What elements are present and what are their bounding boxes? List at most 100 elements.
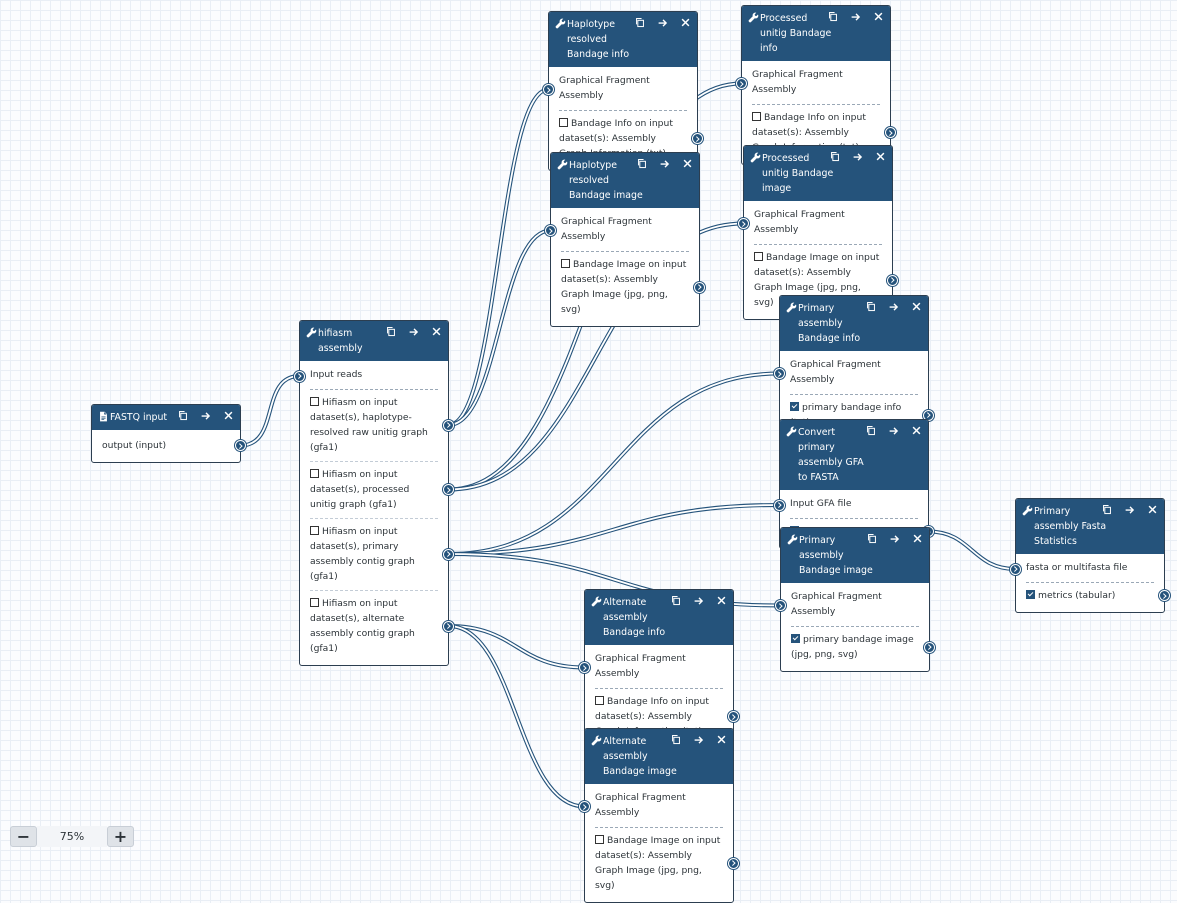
copy-icon[interactable] [636,157,647,170]
arrow-right-icon[interactable] [693,594,704,607]
arrow-right-icon[interactable] [852,150,863,163]
arrow-right-icon[interactable] [888,300,899,313]
output-checkbox[interactable] [310,598,319,607]
node-header[interactable]: Primary assembly Bandage image [781,528,929,583]
arrow-right-icon[interactable] [850,10,861,23]
copy-icon[interactable] [670,733,681,746]
node-header[interactable]: Alternate assembly Bandage info [585,590,733,645]
close-icon[interactable] [911,300,922,313]
output-checkbox[interactable] [754,252,763,261]
output-checkbox[interactable] [595,696,604,705]
zoom-in-button[interactable]: + [107,826,134,847]
output-checkbox[interactable] [561,259,570,268]
close-icon[interactable] [875,150,886,163]
output-checkbox[interactable] [752,112,761,121]
copy-icon[interactable] [827,10,838,23]
close-icon[interactable] [716,733,727,746]
copy-icon[interactable] [1101,503,1112,516]
input-terminal[interactable] [545,225,556,236]
close-icon[interactable] [680,16,691,29]
arrow-right-icon[interactable] [659,157,670,170]
close-icon[interactable] [911,424,922,437]
output-checkbox[interactable] [310,397,319,406]
close-icon[interactable] [912,532,923,545]
input-terminal[interactable] [1010,563,1021,575]
node-header[interactable]: Haplotype resolved Bandage image [551,153,699,208]
node-header[interactable]: hifiasm assembly [300,321,448,361]
close-icon[interactable] [1147,503,1158,516]
close-icon[interactable] [716,594,727,607]
copy-icon[interactable] [866,532,877,545]
output-terminal[interactable] [887,274,898,286]
input-terminal[interactable] [579,662,590,673]
copy-icon[interactable] [385,325,396,338]
node-header[interactable]: Processed unitig Bandage image [744,146,892,201]
node-header[interactable]: Haplotype resolved Bandage info [549,12,697,67]
output-terminal[interactable] [235,440,246,451]
close-icon[interactable] [873,10,884,23]
output-terminal[interactable] [885,127,896,138]
output-terminal[interactable] [1159,590,1170,601]
node-header[interactable]: Convert primary assembly GFA to FASTA [780,420,928,490]
arrow-right-icon[interactable] [657,16,668,29]
arrow-right-icon[interactable] [408,325,419,338]
copy-icon[interactable] [829,150,840,163]
arrow-right-icon[interactable] [693,733,704,746]
copy-icon[interactable] [865,300,876,313]
input-terminal[interactable] [736,78,747,89]
output-terminal[interactable] [443,419,454,431]
output-terminal[interactable] [443,548,454,560]
copy-icon[interactable] [634,16,645,29]
output-checkbox[interactable] [559,118,568,127]
output-terminal[interactable] [692,133,703,144]
output-terminal[interactable] [443,484,454,495]
node-header[interactable]: Primary assembly Fasta Statistics [1016,499,1164,554]
output-terminal[interactable] [694,281,705,293]
node-input: Graphical Fragment Assembly [738,205,882,241]
output-checkbox[interactable] [595,835,604,844]
arrow-right-icon[interactable] [200,409,211,422]
output-checkbox[interactable] [791,634,800,643]
zoom-out-button[interactable]: − [10,826,37,847]
arrow-right-icon[interactable] [888,424,899,437]
input-terminal[interactable] [738,218,749,229]
output-terminal[interactable] [924,641,935,653]
input-terminal[interactable] [774,368,785,379]
output-checkbox[interactable] [310,526,319,535]
input-terminal[interactable] [294,370,305,382]
close-icon[interactable] [223,409,234,422]
node-header[interactable]: Alternate assembly Bandage image [585,729,733,784]
output-checkbox[interactable] [1026,590,1035,599]
input-terminal[interactable] [775,600,786,611]
output-terminal[interactable] [728,711,739,722]
output-terminal[interactable] [728,857,739,869]
input-terminal[interactable] [543,84,554,95]
output-checkbox[interactable] [790,402,799,411]
node-header[interactable]: Processed unitig Bandage info [742,6,890,61]
copy-icon[interactable] [670,594,681,607]
close-icon[interactable] [682,157,693,170]
node-header[interactable]: Primary assembly Bandage info [780,296,928,351]
arrow-right-icon[interactable] [889,532,900,545]
input-terminal[interactable] [579,801,590,812]
output-checkbox[interactable] [310,469,319,478]
copy-icon[interactable] [177,409,188,422]
copy-icon[interactable] [865,424,876,437]
output-terminal[interactable] [443,620,454,632]
input-terminal[interactable] [774,499,785,511]
close-icon[interactable] [431,325,442,338]
node-header[interactable]: FASTQ input [92,405,240,430]
arrow-right-icon[interactable] [1124,503,1135,516]
